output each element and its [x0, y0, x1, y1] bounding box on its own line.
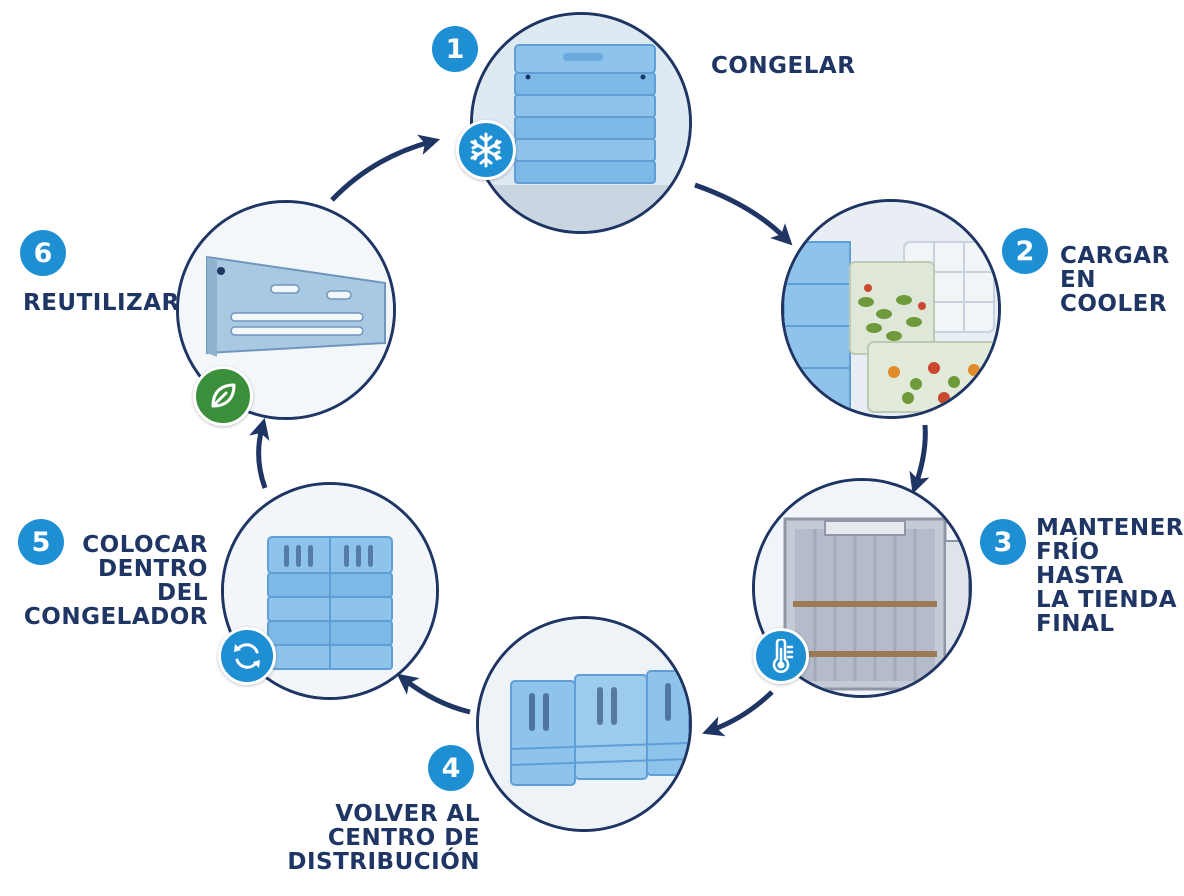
step-3-number: 3 — [980, 519, 1026, 565]
step-4-label-line: CENTRO DE — [327, 825, 480, 851]
leaf-icon — [193, 366, 253, 426]
step-3-label-line: FRÍO — [1036, 539, 1100, 565]
arrow-4-to-5 — [396, 673, 471, 715]
step-6-label: REUTILIZAR — [23, 291, 180, 315]
step-1-label-line: CONGELAR — [711, 53, 856, 79]
step-5-label-line: DENTRO — [97, 556, 208, 582]
thermometer-icon — [753, 628, 809, 684]
step-6-number: 6 — [20, 230, 66, 276]
step-2-number: 2 — [1002, 228, 1048, 274]
step-5-label-line: DEL — [157, 580, 208, 606]
arrow-6-to-1 — [330, 134, 441, 202]
refresh-icon — [218, 627, 276, 685]
step-5-label-line: CONGELADOR — [23, 604, 208, 630]
step-2-label-line: CARGAR — [1060, 243, 1170, 269]
step-2-photo — [781, 199, 1001, 419]
step-4-photo — [476, 616, 692, 832]
step-4-label-line: VOLVER AL — [335, 801, 480, 827]
step-2-label-line: COOLER — [1060, 291, 1168, 317]
snowflake-icon — [456, 120, 516, 180]
step-6-label-line: REUTILIZAR — [23, 290, 180, 316]
step-3-label-line: LA TIENDA — [1036, 587, 1178, 613]
step-1-photo — [470, 12, 692, 234]
step-3-label: MANTENER FRÍO HASTA LA TIENDA FINAL — [1036, 516, 1184, 636]
step-2-label: CARGAR EN COOLER — [1060, 244, 1170, 316]
arrow-2-to-3 — [909, 424, 930, 494]
step-4-label: VOLVER AL CENTRO DE DISTRIBUCIÓN — [287, 802, 480, 874]
step-5-label-line: COLOCAR — [82, 532, 208, 558]
step-3-label-line: MANTENER — [1036, 515, 1184, 541]
step-3-photo — [752, 478, 972, 698]
step-3-label-line: FINAL — [1036, 611, 1115, 637]
step-4-number: 4 — [428, 745, 474, 791]
step-1-label: CONGELAR — [711, 54, 855, 78]
step-3-label-line: HASTA — [1036, 563, 1124, 589]
step-2-label-line: EN — [1060, 267, 1096, 293]
step-5-label: COLOCAR DENTRO DEL CONGELADOR — [24, 533, 208, 629]
step-5-number: 5 — [18, 519, 64, 565]
step-1-number: 1 — [432, 26, 478, 72]
arrow-5-to-6 — [249, 417, 270, 489]
arrow-3-to-4 — [702, 690, 774, 737]
step-4-label-line: DISTRIBUCIÓN — [287, 849, 480, 875]
step-6-photo — [176, 200, 396, 420]
arrow-1-to-2 — [694, 182, 793, 246]
